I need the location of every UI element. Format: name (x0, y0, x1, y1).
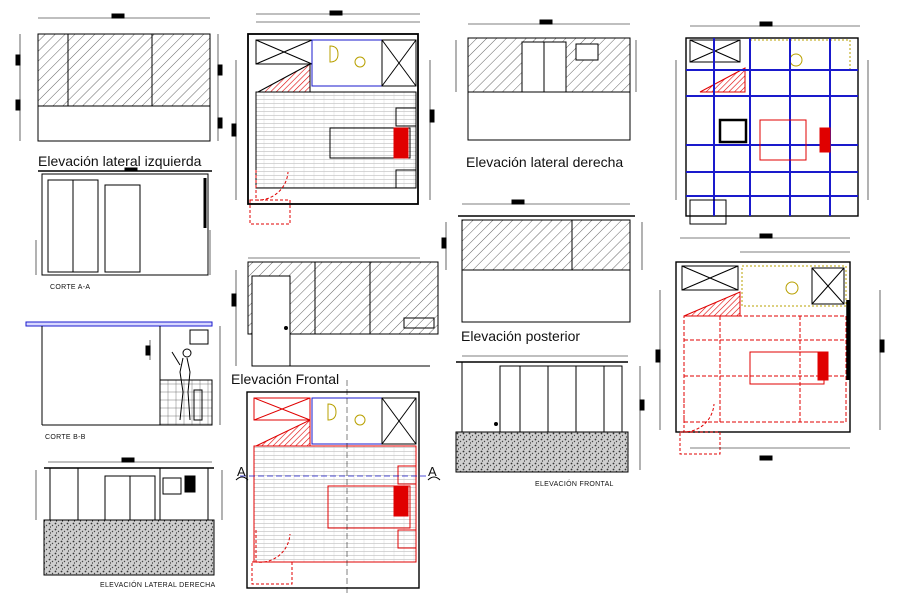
section-mark-a-left: A (237, 464, 246, 479)
title-corte-aa: CORTE A-A (50, 284, 91, 291)
elev-lateral-izquierda-drawing (15, 13, 223, 142)
title-elev-lateral-izquierda: Elevación lateral izquierda (38, 153, 202, 169)
corte-aa-drawing (35, 167, 212, 276)
title-elev-posterior: Elevación posterior (461, 328, 581, 344)
elev-posterior-drawing (441, 199, 643, 323)
structural-plan-top-right-drawing (675, 21, 869, 225)
title-corte-bb: CORTE B-B (45, 434, 86, 441)
title-elev-frontal: Elevación Frontal (231, 371, 340, 387)
elev-lateral-derecha-drawing (455, 19, 637, 141)
elev-lateral-derecha-bottom-drawing (35, 457, 223, 576)
plan-top-center-drawing (231, 10, 435, 225)
title-elev-lateral-derecha-caps: ELEVACIÓN LATERAL DERECHA (100, 582, 216, 589)
title-elev-lateral-derecha: Elevación lateral derecha (466, 154, 624, 170)
plan-bottom-center-drawing (235, 380, 441, 595)
section-mark-a-right: A (428, 464, 437, 479)
title-elev-frontal-caps: ELEVACIÓN FRONTAL (535, 481, 614, 488)
plan-bottom-right-drawing (655, 233, 885, 461)
elev-frontal-bottom-drawing (455, 355, 645, 473)
corte-bb-drawing (25, 321, 221, 426)
elev-frontal-drawing (231, 257, 439, 367)
